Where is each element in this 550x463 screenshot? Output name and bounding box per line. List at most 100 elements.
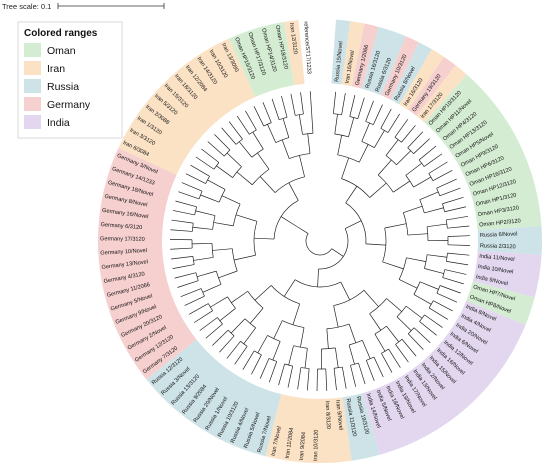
- branch: [304, 348, 308, 369]
- branch: [292, 303, 301, 325]
- branch: [196, 270, 217, 278]
- branch-arc: [275, 137, 289, 143]
- branch: [212, 248, 233, 251]
- branch-arc: [381, 348, 389, 354]
- range-band-oman: [228, 21, 295, 97]
- branch: [221, 127, 237, 145]
- branch: [207, 141, 225, 157]
- branch: [177, 280, 199, 288]
- branch: [257, 335, 268, 354]
- branch: [413, 176, 432, 188]
- branch-arc: [215, 271, 222, 285]
- branch: [299, 155, 305, 177]
- branch: [226, 152, 242, 168]
- branch: [444, 269, 467, 275]
- branch: [185, 173, 206, 184]
- branch-arc: [249, 129, 257, 135]
- branch: [192, 226, 213, 230]
- branch: [432, 170, 453, 182]
- branch: [340, 281, 351, 301]
- branch: [333, 368, 337, 391]
- branch-arc: [192, 223, 194, 232]
- leaf-label: India 10/Novel: [477, 264, 513, 276]
- branch: [407, 233, 428, 236]
- range-band-germany: [381, 36, 420, 100]
- branch: [298, 114, 303, 135]
- branch: [200, 194, 220, 203]
- branch: [423, 153, 443, 167]
- branch: [358, 362, 366, 385]
- branch-arc: [333, 113, 342, 116]
- legend-swatch-india: [24, 115, 41, 129]
- branch: [387, 113, 400, 133]
- branch: [349, 95, 356, 117]
- branch: [446, 215, 469, 221]
- branch: [331, 248, 344, 257]
- branch: [407, 131, 424, 149]
- branch: [235, 214, 258, 222]
- branch-arc: [318, 228, 349, 270]
- branch: [296, 225, 309, 234]
- branch: [424, 268, 444, 274]
- branch: [439, 285, 461, 294]
- range-band-oman: [466, 281, 535, 325]
- branch: [253, 106, 265, 127]
- branch: [384, 223, 407, 229]
- branch: [273, 320, 283, 339]
- range-band-iran: [341, 21, 365, 87]
- branch: [251, 354, 262, 375]
- branch: [172, 264, 195, 269]
- branch-arc: [263, 122, 272, 127]
- branch: [398, 279, 418, 289]
- leaf-label: Iran 9/2084: [299, 432, 307, 461]
- branch: [214, 134, 231, 151]
- branch: [243, 327, 256, 345]
- leaf-label: Iran 16/Novel: [345, 50, 357, 84]
- branch: [307, 133, 311, 154]
- branch: [396, 150, 411, 166]
- branch: [348, 117, 355, 137]
- branch: [174, 272, 197, 279]
- branch-arc: [293, 345, 308, 349]
- range-band-russia: [331, 19, 351, 85]
- branch: [348, 344, 355, 365]
- branch: [401, 339, 417, 357]
- legend-label-iran: Iran: [47, 63, 65, 75]
- branch: [439, 187, 461, 197]
- branch: [184, 295, 205, 306]
- branch: [216, 165, 233, 178]
- branch: [403, 205, 423, 213]
- legend-label-russia: Russia: [47, 81, 79, 93]
- range-band-russia: [477, 225, 542, 255]
- branch-arc: [205, 176, 210, 184]
- branch: [365, 243, 386, 246]
- branch-arc: [394, 136, 402, 143]
- branch: [413, 294, 432, 305]
- branch: [326, 328, 329, 349]
- branch: [195, 210, 216, 216]
- branch: [288, 182, 299, 201]
- legend: Colored ranges Oman Iran Russia Germany …: [17, 21, 123, 139]
- branch: [362, 340, 371, 359]
- branch: [219, 335, 235, 353]
- tree-branches: [170, 91, 470, 391]
- branch-arc: [369, 298, 387, 315]
- branch: [245, 110, 257, 131]
- leaf-label: Iran 10/3120: [313, 429, 320, 461]
- branch: [377, 159, 392, 176]
- branch-arc: [305, 233, 332, 256]
- branch: [333, 91, 337, 114]
- branch: [344, 220, 362, 229]
- branch: [257, 152, 270, 170]
- branch: [373, 356, 384, 378]
- branch: [341, 366, 347, 389]
- branch-arc: [428, 173, 434, 181]
- branch: [436, 292, 458, 303]
- branch-arc: [337, 154, 360, 163]
- branch: [236, 171, 253, 186]
- branch: [428, 161, 448, 174]
- branch: [219, 308, 236, 322]
- branch: [234, 346, 248, 365]
- legend-label-germany: Germany: [47, 99, 91, 111]
